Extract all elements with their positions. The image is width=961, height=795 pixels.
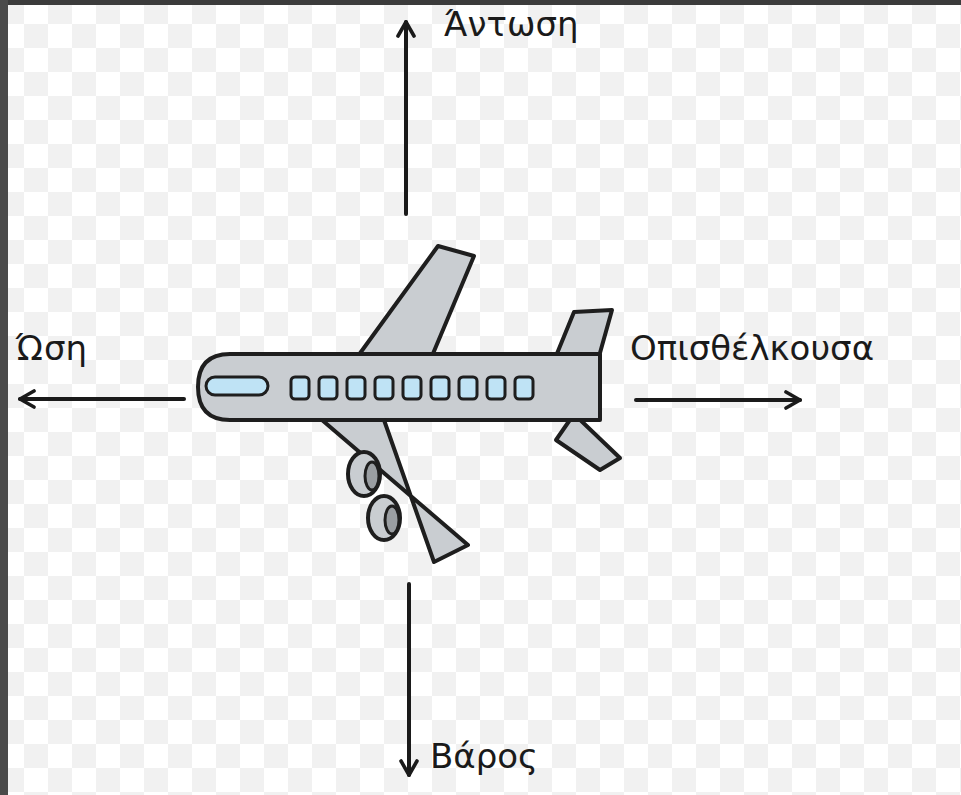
frame-edge (0, 0, 961, 5)
window (431, 377, 449, 399)
fuselage (198, 354, 600, 420)
tail-stabilizer (556, 414, 620, 470)
windshield (206, 377, 268, 395)
window (459, 377, 477, 399)
window (515, 377, 533, 399)
engine-intake (385, 506, 399, 534)
window (347, 377, 365, 399)
window (291, 377, 309, 399)
window (487, 377, 505, 399)
upper-wing (358, 246, 474, 356)
lift-arrow (404, 22, 408, 214)
force-label: Οπισθέλκουσα (630, 330, 874, 367)
force-label: Άντωση (444, 6, 579, 43)
window (375, 377, 393, 399)
window (319, 377, 337, 399)
lower-wing (322, 420, 468, 562)
engine-intake (365, 462, 379, 490)
engine (368, 496, 400, 540)
drag-arrow (636, 398, 800, 402)
window (403, 377, 421, 399)
force-label: Ώση (16, 330, 87, 367)
engine (348, 452, 380, 496)
weight-arrow (407, 584, 411, 775)
force-label: Βάρος (430, 738, 538, 775)
frame-edge (0, 0, 8, 795)
thrust-arrow (20, 397, 184, 401)
